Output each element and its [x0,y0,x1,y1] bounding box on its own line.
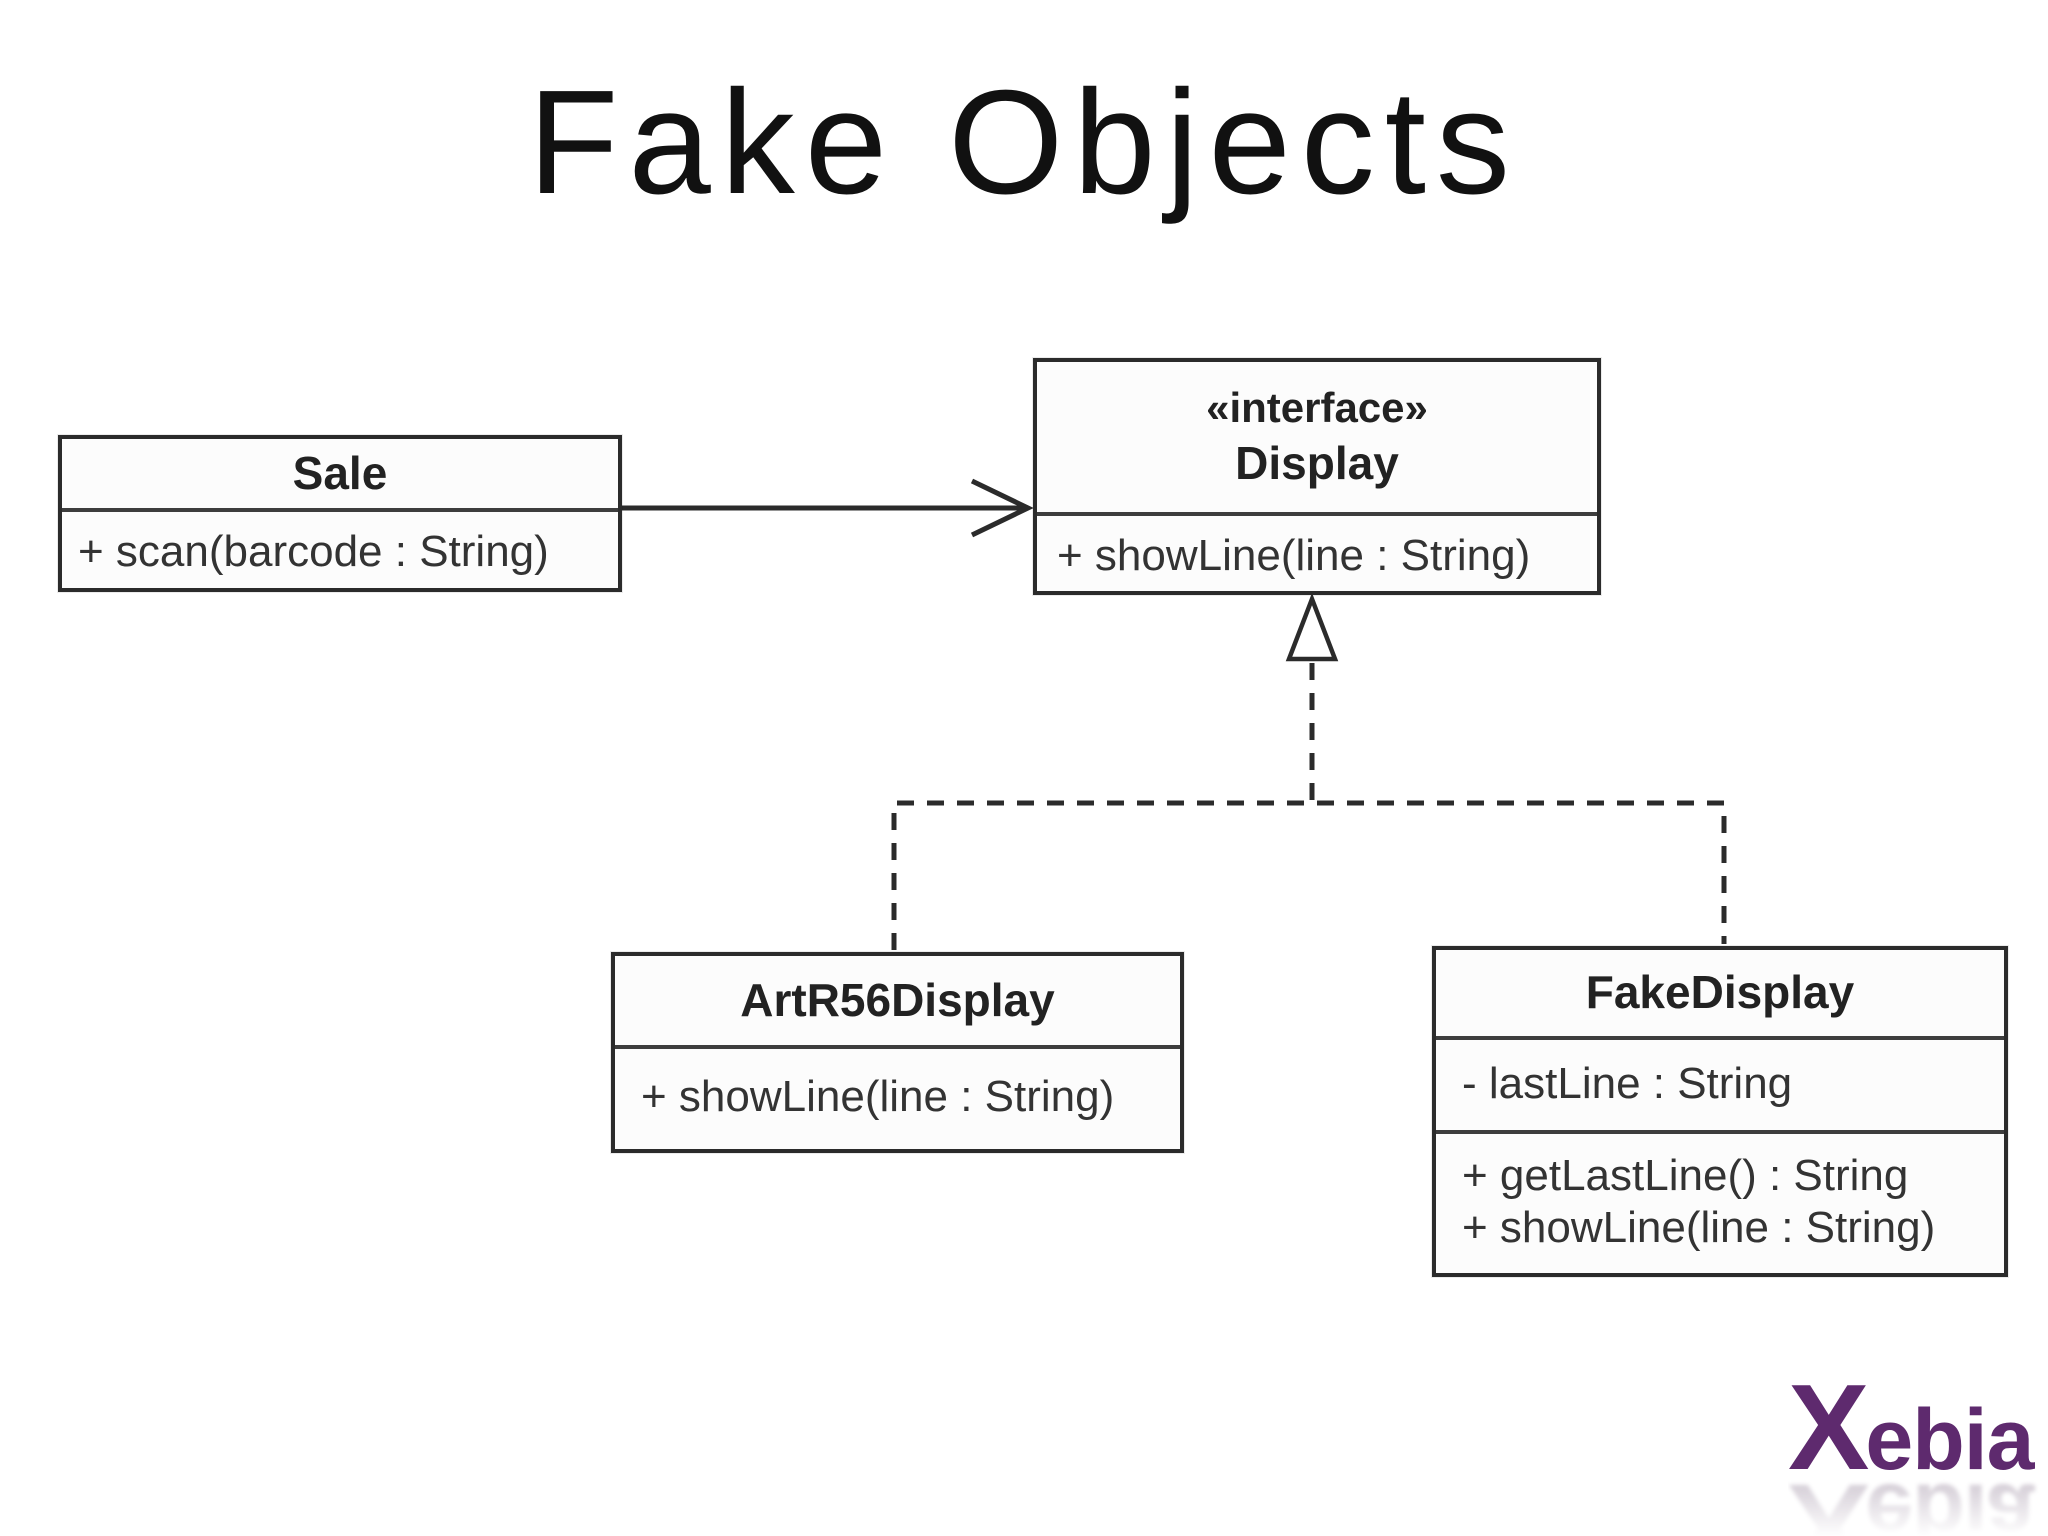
xebia-logo-x-reflection: X [1788,1459,1866,1536]
class-title-artr56display: ArtR56Display [615,956,1180,1045]
xebia-logo-x: X [1788,1359,1869,1495]
xebia-logo-wordmark: Xebia [1788,1366,2048,1488]
class-name: Sale [292,446,388,499]
realization-triangle [1285,592,1339,662]
interface-title-display: «interface» Display [1037,362,1597,512]
class-box-fakedisplay: FakeDisplay - lastLine : String + getLas… [1432,946,2008,1277]
method: + getLastLine() : String [1462,1151,1909,1200]
class-box-artr56display: ArtR56Display + showLine(line : String) [611,952,1184,1153]
xebia-logo-reflection: Xebia [1788,1459,2048,1536]
class-box-sale: Sale + scan(barcode : String) [58,435,622,592]
class-name: Display [1235,436,1399,489]
class-methods-sale: + scan(barcode : String) [62,508,618,578]
class-methods-artr56display: + showLine(line : String) [615,1045,1180,1123]
method: + scan(barcode : String) [78,527,549,576]
class-title-sale: Sale [62,439,618,508]
stereotype-label: «interface» [1206,384,1428,431]
class-attributes-fakedisplay: - lastLine : String [1436,1036,2004,1130]
class-name: FakeDisplay [1585,966,1855,1019]
class-title-fakedisplay: FakeDisplay [1436,950,2004,1036]
xebia-logo-rest: ebia [1865,1392,2034,1488]
attribute: - lastLine : String [1462,1059,1793,1108]
class-methods-fakedisplay: + getLastLine() : String + showLine(line… [1436,1130,2004,1254]
xebia-logo-rest-reflection: ebia [1865,1466,2034,1536]
slide-title: Fake Objects [528,60,1520,225]
interface-box-display: «interface» Display + showLine(line : St… [1033,358,1601,595]
xebia-logo: Xebia Xebia [1788,1366,2048,1536]
method: + showLine(line : String) [1462,1203,1936,1252]
method: + showLine(line : String) [1057,531,1531,580]
interface-methods-display: + showLine(line : String) [1037,512,1597,582]
association-arrowhead [970,478,1034,538]
realization-branches-dashed [891,800,1727,950]
class-name: ArtR56Display [740,973,1055,1026]
method: + showLine(line : String) [641,1072,1115,1121]
